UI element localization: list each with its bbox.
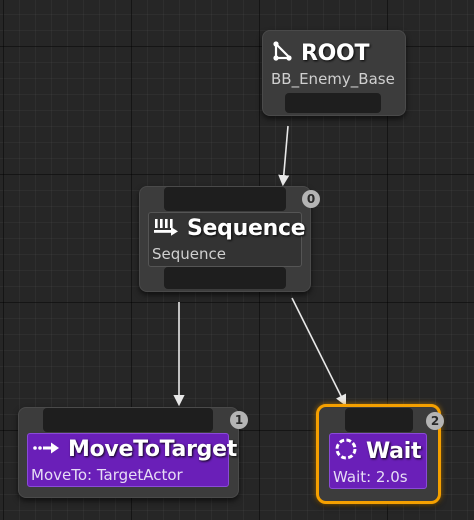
movetotarget-node-subtitle: MoveTo: TargetActor xyxy=(31,466,183,484)
wait-execution-index: 2 xyxy=(426,412,444,430)
movetotarget-input-pin[interactable] xyxy=(43,408,213,432)
wire-root-to-sequence xyxy=(278,125,290,187)
sequence-input-pin[interactable] xyxy=(164,187,286,211)
sequence-node[interactable]: 0 Sequence Sequence xyxy=(139,186,320,292)
movetotarget-node[interactable]: 1 MoveToTarget MoveTo: TargetActor xyxy=(18,407,248,498)
sequence-output-pin[interactable] xyxy=(164,267,286,289)
root-node-header: ROOT xyxy=(271,37,399,69)
root-node[interactable]: ROOT BB_Enemy_Base xyxy=(262,30,406,116)
sequence-icon xyxy=(153,217,179,241)
move-to-icon xyxy=(32,440,60,460)
root-branch-icon xyxy=(271,40,293,66)
sequence-execution-index: 0 xyxy=(302,190,320,208)
wait-node-title: Wait xyxy=(366,438,422,464)
root-output-pin[interactable] xyxy=(285,93,381,113)
sequence-node-title: Sequence xyxy=(187,216,306,241)
movetotarget-node-title: MoveToTarget xyxy=(68,437,237,462)
wait-node-subtitle: Wait: 2.0s xyxy=(333,468,408,486)
wait-input-pin[interactable] xyxy=(345,408,413,432)
sequence-node-subtitle: Sequence xyxy=(152,245,226,263)
wire-sequence-to-wait xyxy=(291,297,347,407)
wait-node-header: Wait xyxy=(329,433,427,489)
root-node-title: ROOT xyxy=(301,40,370,66)
sequence-node-header: Sequence xyxy=(148,212,306,267)
movetotarget-execution-index: 1 xyxy=(230,411,248,429)
movetotarget-node-header: MoveToTarget xyxy=(27,433,237,487)
wait-icon xyxy=(334,437,358,465)
root-node-subtitle: BB_Enemy_Base xyxy=(271,70,395,88)
wait-node[interactable]: 2 Wait Wait: 2.0s xyxy=(316,404,444,504)
